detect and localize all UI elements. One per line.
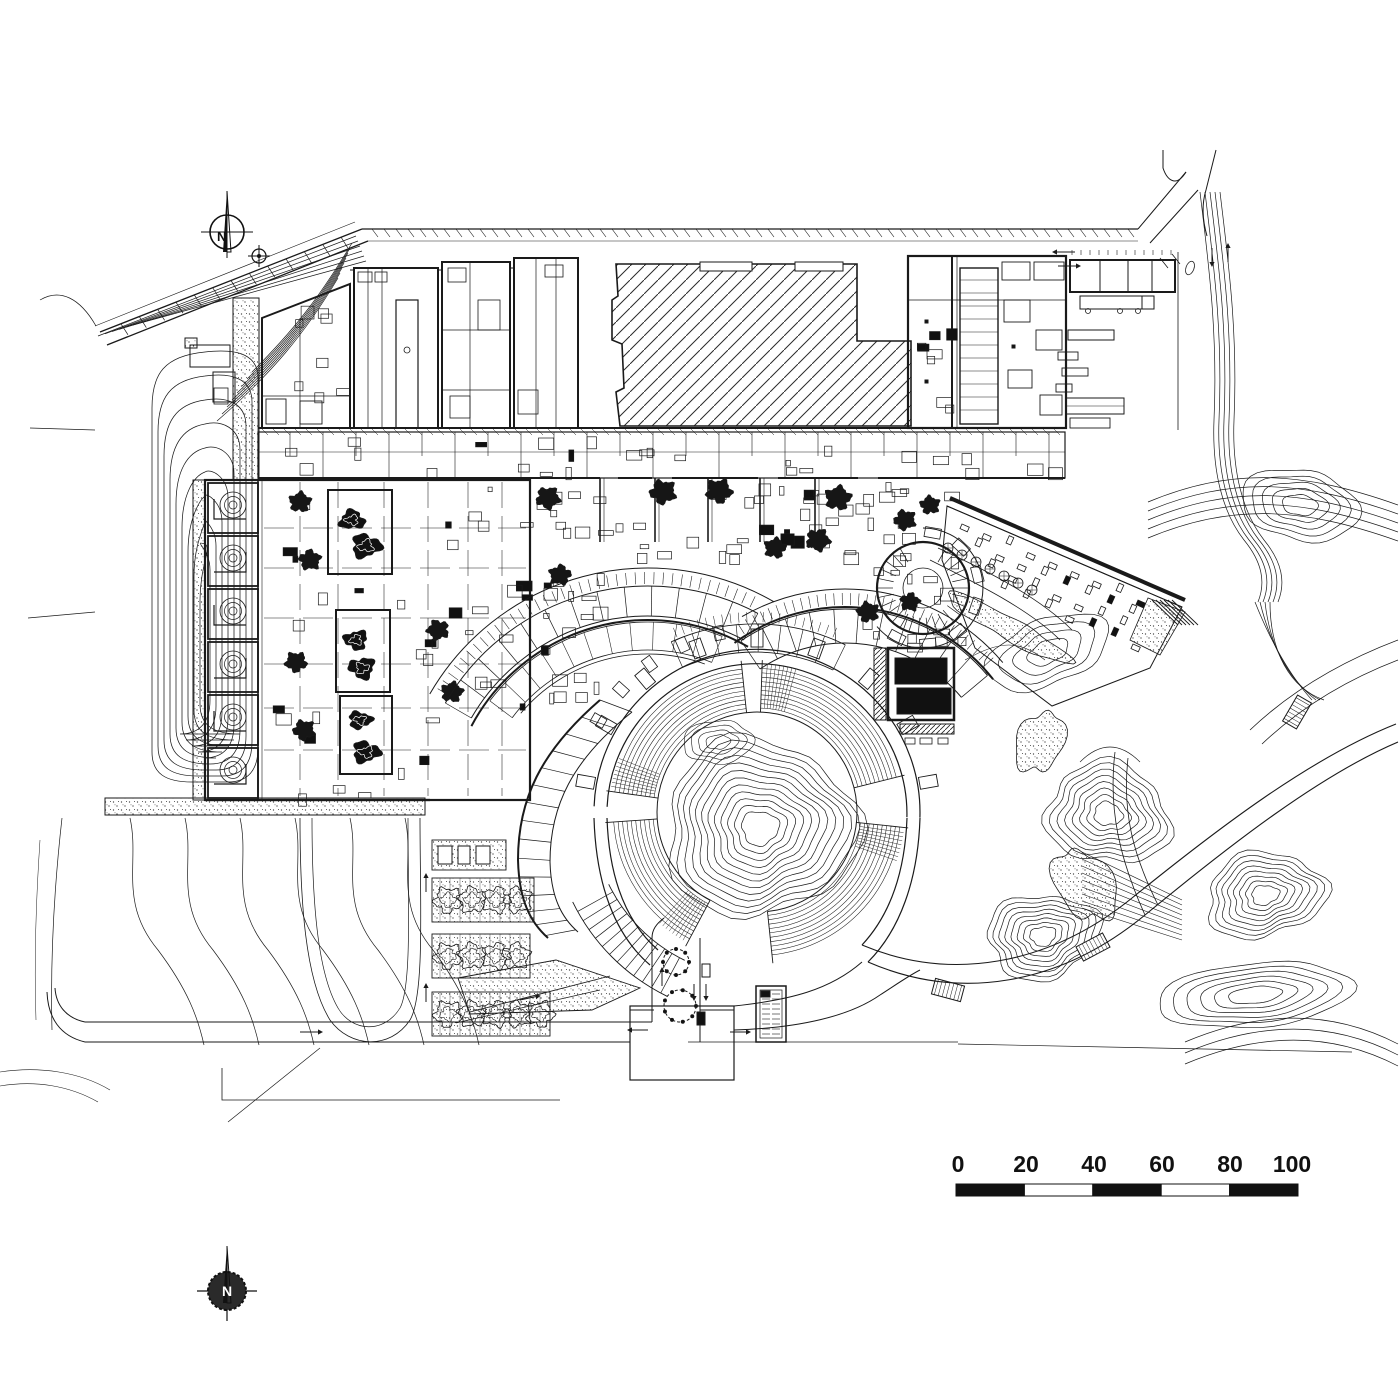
scale-segment [1229, 1183, 1299, 1197]
scale-tick-label: 60 [1149, 1151, 1175, 1177]
north-arrow-icon: N [201, 190, 253, 258]
scale-tick-label: 0 [952, 1151, 965, 1177]
central-hill-contours [668, 720, 869, 920]
scale-segment [1160, 1183, 1231, 1197]
scale-tick-label: 20 [1013, 1151, 1039, 1177]
circular-court [875, 526, 985, 650]
scale-tick-label: 40 [1081, 1151, 1107, 1177]
auditorium-building [873, 646, 956, 745]
curved-wings [429, 478, 1004, 939]
scale-tick-label: 100 [1273, 1151, 1311, 1177]
north-label: N [222, 1283, 232, 1299]
north-label: N [217, 229, 226, 244]
loading-yard-trucks [1055, 250, 1179, 430]
service-building-right [906, 254, 1068, 430]
scale-segment [955, 1183, 1025, 1197]
promenade-paths [861, 639, 1399, 984]
diagonal-terrace [929, 496, 1199, 707]
terraced-amphitheater [572, 624, 939, 997]
service-corridor [257, 428, 1066, 481]
scale-tick-label: 80 [1217, 1151, 1243, 1177]
landscape-contours-right [930, 469, 1399, 1067]
entry-roads [46, 917, 1353, 1123]
north-arrow-icon-bottom: N [197, 1245, 257, 1321]
hatched-roof-building [611, 261, 912, 427]
scale-segment [1092, 1183, 1162, 1197]
scale-bar: 0 20 40 60 80 100 [952, 1151, 1311, 1197]
misc-linework [0, 337, 480, 1103]
scale-segment [1023, 1183, 1094, 1197]
survey-marker-icon [248, 245, 270, 267]
west-building-block [104, 297, 534, 816]
